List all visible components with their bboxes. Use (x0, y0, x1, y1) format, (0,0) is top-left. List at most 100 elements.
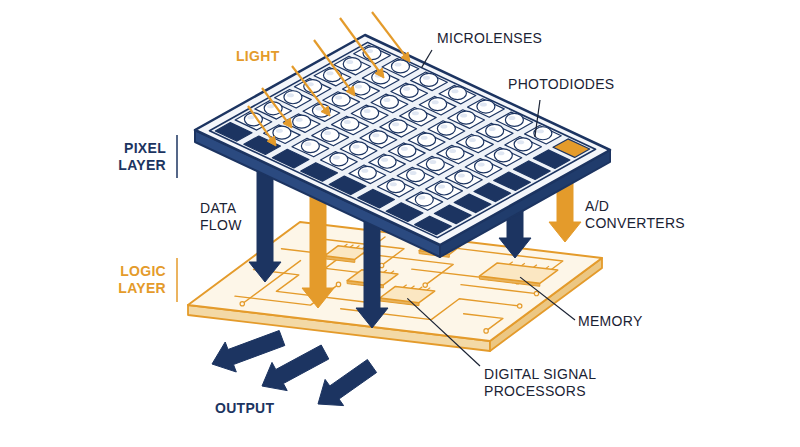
part-label: MEMORY (578, 313, 668, 330)
leader-line (520, 277, 575, 320)
microlens-shine (508, 116, 515, 120)
microlens-shine (361, 169, 368, 173)
logic-layer-board (188, 222, 602, 341)
microlens (369, 131, 387, 144)
trace-pad (518, 304, 522, 308)
pixel-layer-plate (195, 35, 610, 245)
microlens (293, 115, 311, 128)
photodiode (301, 163, 338, 182)
microlens (415, 193, 433, 206)
microlens-shine (449, 149, 456, 153)
light-ray-head (283, 118, 292, 128)
microlens-shine (403, 87, 410, 91)
trace-pad (534, 291, 538, 295)
microlens-shine (460, 114, 467, 118)
microlens (446, 147, 464, 160)
trace-pad (484, 329, 488, 333)
microlens-shine (497, 151, 504, 155)
microlens (435, 182, 453, 195)
microlens-shine (276, 129, 283, 133)
microlens (398, 144, 416, 157)
microlens (321, 129, 339, 142)
microlens (514, 138, 532, 151)
microlens-shine (432, 100, 439, 104)
microlens-shine (315, 107, 322, 111)
light-label: LIGHT (236, 48, 296, 65)
light-ray (340, 18, 379, 71)
microlens (380, 95, 398, 108)
microlens (420, 73, 438, 86)
light-ray (292, 66, 325, 109)
light-ray (262, 88, 287, 121)
microlens-shine (401, 147, 408, 151)
part-label: DIGITAL SIGNAL PROCESSORS (484, 366, 614, 400)
microlens (477, 100, 495, 113)
microlens-shine (438, 184, 445, 188)
trace-pad (336, 282, 340, 286)
microlens-shine (421, 136, 428, 140)
circuit-trace (313, 238, 404, 265)
microlens-shine (372, 133, 379, 137)
microlens (407, 169, 425, 182)
microlens (330, 153, 348, 166)
dsp-chip (380, 286, 435, 302)
output-label: OUTPUT (215, 400, 295, 417)
photodiode (244, 136, 281, 155)
leader-line (422, 50, 432, 68)
microlens (426, 158, 444, 171)
light-ray-head (267, 136, 276, 146)
microlens (429, 98, 447, 111)
pixel-layer-side (195, 130, 440, 257)
memory-chip (479, 263, 557, 283)
trace-pad (423, 283, 427, 287)
microlens (486, 124, 504, 137)
microlens-shine (458, 173, 465, 177)
microlens (437, 122, 455, 135)
layer-label: PIXEL LAYER (100, 140, 166, 174)
photodiode (215, 123, 252, 142)
microlens-shine (429, 160, 436, 164)
logic-chip (325, 246, 369, 260)
part-label: PHOTODIODES (508, 76, 638, 93)
photodiode (415, 216, 452, 235)
microlens-shine (353, 144, 360, 148)
microlens (391, 60, 409, 73)
microlens-shine (394, 62, 401, 66)
light-ray-head (401, 52, 410, 62)
flow-label: DATA FLOW (200, 200, 248, 234)
microlens-shine (344, 120, 351, 124)
light-ray-head (375, 68, 384, 78)
microlens (457, 111, 475, 124)
light-ray-head (321, 106, 330, 116)
microlens (341, 117, 359, 130)
microlens-shine (480, 103, 487, 107)
microlens-shine (418, 196, 425, 200)
microlens-shine (469, 138, 476, 142)
output-arrow (318, 360, 377, 406)
microlens (455, 171, 473, 184)
microlens (301, 140, 319, 153)
output-arrow (262, 345, 329, 391)
light-ray (372, 12, 405, 55)
microlens-shine (366, 49, 373, 53)
microlens-shine (335, 96, 342, 100)
microlens (494, 149, 512, 162)
microlens (418, 133, 436, 146)
microlens-shine (517, 140, 524, 144)
circuit-trace (464, 314, 503, 331)
microlens-shine (423, 76, 430, 80)
microlens (505, 113, 523, 126)
microlens-shine (267, 104, 274, 108)
part-label: MICROLENSES (437, 30, 567, 47)
microlens-shine (412, 111, 419, 115)
microlens-shine (296, 118, 303, 122)
microlens-shine (489, 127, 496, 131)
photodiode (272, 149, 309, 168)
microlens-shine (392, 122, 399, 126)
circuit-trace (461, 285, 537, 294)
microlens (409, 109, 427, 122)
photodiode (329, 176, 366, 195)
microlens (350, 142, 368, 155)
microlens (475, 160, 493, 173)
